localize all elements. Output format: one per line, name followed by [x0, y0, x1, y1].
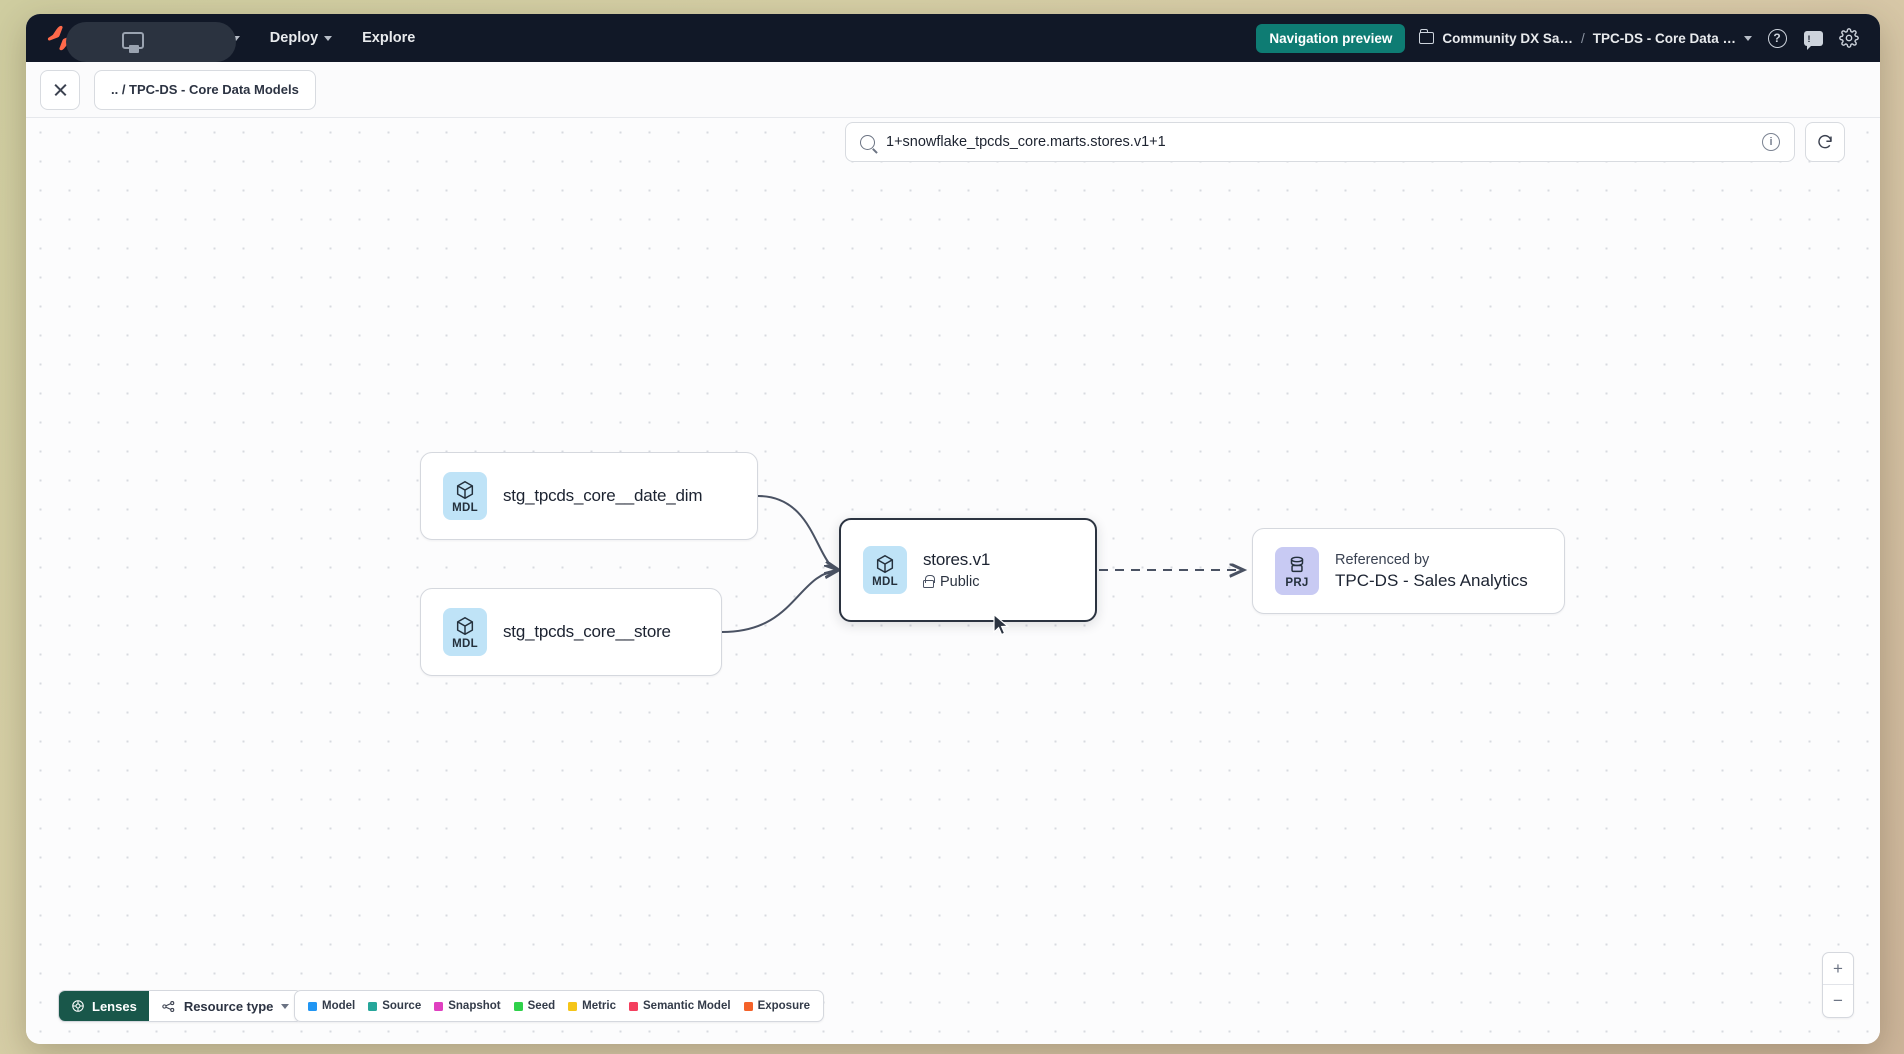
project-badge-label: PRJ [1285, 576, 1309, 589]
refresh-icon [1818, 135, 1832, 149]
legend-swatch [308, 1001, 317, 1011]
model-badge: MDL [443, 472, 487, 520]
chevron-down-icon [281, 1003, 290, 1009]
node-title: stg_tpcds_core__store [503, 622, 671, 641]
node-title: stg_tpcds_core__date_dim [503, 486, 703, 505]
lineage-search-box[interactable]: i [845, 122, 1795, 162]
navigation-preview-button[interactable]: Navigation preview [1256, 23, 1406, 53]
close-icon [53, 82, 68, 97]
legend-item-model: Model [308, 1000, 355, 1012]
node-text-block: stores.v1 Public [923, 550, 990, 590]
zoom-in-button[interactable]: + [1823, 953, 1853, 985]
unlock-icon [923, 574, 935, 588]
legend-swatch [743, 1001, 753, 1011]
feedback-glyph: ! [1807, 33, 1811, 44]
model-badge: MDL [863, 546, 907, 594]
lineage-canvas[interactable]: MDL stg_tpcds_core__date_dim MDL stg_tpc… [26, 118, 1880, 1044]
legend-item-seed: Seed [513, 1000, 556, 1012]
node-title: TPC-DS - Sales Analytics [1335, 570, 1528, 590]
speech-bubble-shape: ! [1803, 30, 1823, 50]
search-area: i [845, 122, 1845, 162]
legend-label: Snapshot [448, 1000, 501, 1012]
refresh-button[interactable] [1805, 122, 1845, 162]
legend-item-exposure: Exposure [743, 1000, 810, 1012]
search-icon [860, 134, 875, 150]
node-stg-tpcds-core-store[interactable]: MDL stg_tpcds_core__store [420, 588, 722, 676]
node-referenced-by-project[interactable]: PRJ Referenced by TPC-DS - Sales Analyti… [1252, 528, 1565, 614]
legend-item-snapshot: Snapshot [434, 1000, 501, 1012]
legend-label: Source [382, 1000, 422, 1012]
help-icon[interactable]: ? [1766, 27, 1788, 49]
node-stores-v1[interactable]: MDL stores.v1 Public [839, 518, 1097, 622]
lens-icon [72, 1000, 84, 1012]
node-access-label: Public [940, 574, 980, 590]
node-access-row: Public [923, 574, 990, 590]
legend-label: Exposure [757, 1000, 810, 1012]
breadcrumb-account: Community DX Sa… [1442, 30, 1573, 46]
legend-item-semantic-model: Semantic Model [629, 1000, 731, 1012]
edge-date-dim-to-stores [757, 495, 839, 570]
nav-link-explore[interactable]: Explore [362, 30, 415, 46]
close-button[interactable] [40, 69, 80, 110]
zoom-controls: + − [1822, 952, 1854, 1018]
lineage-toolbar: .. / TPC-DS - Core Data Models i [26, 62, 1880, 162]
lineage-breadcrumb-button[interactable]: .. / TPC-DS - Core Data Models [94, 69, 316, 110]
node-stg-tpcds-core-date-dim[interactable]: MDL stg_tpcds_core__date_dim [420, 452, 758, 540]
nav-right-cluster: Navigation preview Community DX Sa… / TP… [1256, 23, 1860, 53]
chevron-down-icon[interactable] [1744, 35, 1752, 41]
legend-swatch [568, 1001, 578, 1011]
info-icon[interactable]: i [1762, 133, 1780, 151]
lenses-button-label: Lenses [92, 998, 137, 1014]
chevron-down-icon [231, 35, 240, 41]
zoom-out-button[interactable]: − [1833, 991, 1843, 1010]
lenses-button[interactable]: Lenses [59, 991, 149, 1021]
edge-store-to-stores [721, 570, 839, 633]
nav-link-deploy-label: Deploy [269, 30, 319, 46]
resource-type-legend: Model Source Snapshot Seed Metric Semant… [294, 990, 824, 1022]
nav-link-deploy[interactable]: Deploy [269, 30, 333, 46]
chevron-down-icon [324, 35, 333, 41]
legend-item-source: Source [368, 1000, 421, 1012]
nodes-icon [162, 1000, 175, 1012]
resource-type-label: Resource type [183, 998, 274, 1014]
legend-item-metric: Metric [568, 1000, 616, 1012]
search-input[interactable] [886, 134, 1751, 150]
lens-control-group: Lenses Resource type [58, 990, 303, 1022]
settings-gear-icon[interactable] [1838, 27, 1860, 49]
folder-icon [1419, 29, 1435, 44]
nav-link-explore-label: Explore [362, 30, 416, 46]
model-badge-label: MDL [452, 637, 478, 650]
breadcrumb-project: TPC-DS - Core Data … [1592, 30, 1736, 46]
top-navigation-bar: dbt Develop Deploy Explore Navigation pr… [26, 14, 1880, 62]
lineage-edges [721, 495, 1880, 633]
tab-icon [122, 32, 144, 53]
model-badge: MDL [443, 608, 487, 656]
legend-label: Model [322, 1000, 356, 1012]
legend-label: Metric [582, 1000, 616, 1012]
node-relationship-label: Referenced by [1335, 551, 1430, 568]
legend-label: Semantic Model [643, 1000, 731, 1012]
legend-swatch [434, 1001, 444, 1011]
cube-icon [456, 616, 474, 635]
legend-swatch [368, 1001, 378, 1011]
project-stack-icon [1290, 556, 1304, 572]
legend-swatch [629, 1001, 638, 1011]
legend-swatch [513, 1001, 523, 1011]
cube-icon [876, 554, 894, 573]
project-badge: PRJ [1275, 547, 1319, 595]
legend-label: Seed [527, 1000, 556, 1012]
account-project-breadcrumb[interactable]: Community DX Sa… / TPC-DS - Core Data … [1419, 29, 1752, 46]
node-text-block: Referenced by TPC-DS - Sales Analytics [1335, 552, 1528, 591]
feedback-icon[interactable]: ! [1802, 27, 1824, 50]
node-title: stores.v1 [923, 550, 991, 569]
help-glyph: ? [1767, 28, 1787, 48]
model-badge-label: MDL [872, 575, 898, 588]
cube-icon [456, 480, 474, 499]
model-badge-label: MDL [452, 501, 478, 514]
browser-tab-nub[interactable] [66, 22, 236, 62]
breadcrumb-separator: / [1580, 30, 1585, 46]
resource-type-button[interactable]: Resource type [148, 991, 302, 1021]
